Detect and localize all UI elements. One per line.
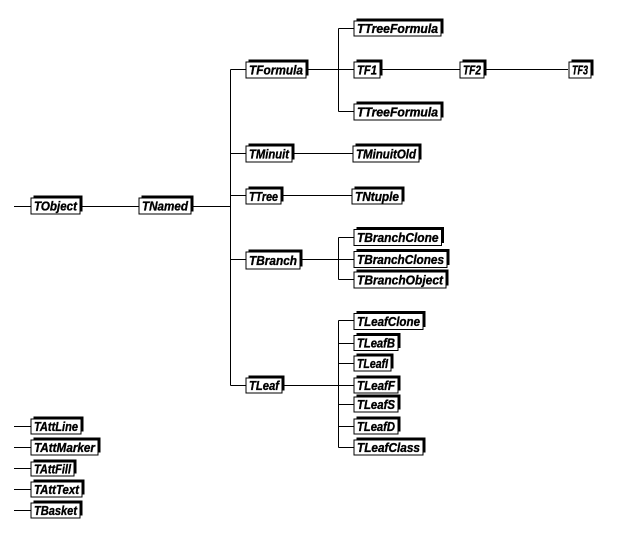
svg-text:TLeafD: TLeafD bbox=[357, 420, 395, 434]
svg-text:TLeafB: TLeafB bbox=[357, 337, 395, 351]
svg-text:TBranch: TBranch bbox=[249, 254, 297, 268]
svg-text:TAttText: TAttText bbox=[34, 483, 80, 497]
svg-text:TF2: TF2 bbox=[463, 64, 481, 78]
svg-text:TBasket: TBasket bbox=[34, 504, 78, 518]
svg-text:TLeafI: TLeafI bbox=[357, 357, 388, 371]
svg-text:TMinuitOld: TMinuitOld bbox=[356, 148, 416, 162]
svg-text:TTreeFormula: TTreeFormula bbox=[357, 106, 438, 120]
svg-text:TF1: TF1 bbox=[357, 64, 377, 78]
svg-text:TBranchClone: TBranchClone bbox=[357, 231, 439, 245]
svg-text:TF3: TF3 bbox=[572, 64, 588, 78]
svg-text:TAttMarker: TAttMarker bbox=[34, 441, 96, 455]
svg-text:TNamed: TNamed bbox=[142, 200, 188, 214]
svg-text:TAttFill: TAttFill bbox=[34, 463, 71, 477]
svg-text:TObject: TObject bbox=[34, 200, 78, 214]
svg-text:TAttLine: TAttLine bbox=[34, 420, 78, 434]
svg-text:TBranchClones: TBranchClones bbox=[357, 253, 444, 267]
svg-text:TNtuple: TNtuple bbox=[355, 190, 399, 204]
svg-text:TLeaf: TLeaf bbox=[249, 379, 281, 393]
svg-text:TMinuit: TMinuit bbox=[249, 148, 290, 162]
svg-text:TTree: TTree bbox=[249, 190, 278, 204]
svg-text:TTreeFormula: TTreeFormula bbox=[357, 22, 438, 36]
svg-text:TFormula: TFormula bbox=[249, 64, 303, 78]
svg-text:TLeafClone: TLeafClone bbox=[357, 315, 420, 329]
svg-text:TLeafS: TLeafS bbox=[357, 398, 396, 412]
svg-text:TLeafF: TLeafF bbox=[357, 379, 395, 393]
svg-text:TLeafClass: TLeafClass bbox=[357, 441, 420, 455]
svg-text:TBranchObject: TBranchObject bbox=[357, 274, 444, 288]
